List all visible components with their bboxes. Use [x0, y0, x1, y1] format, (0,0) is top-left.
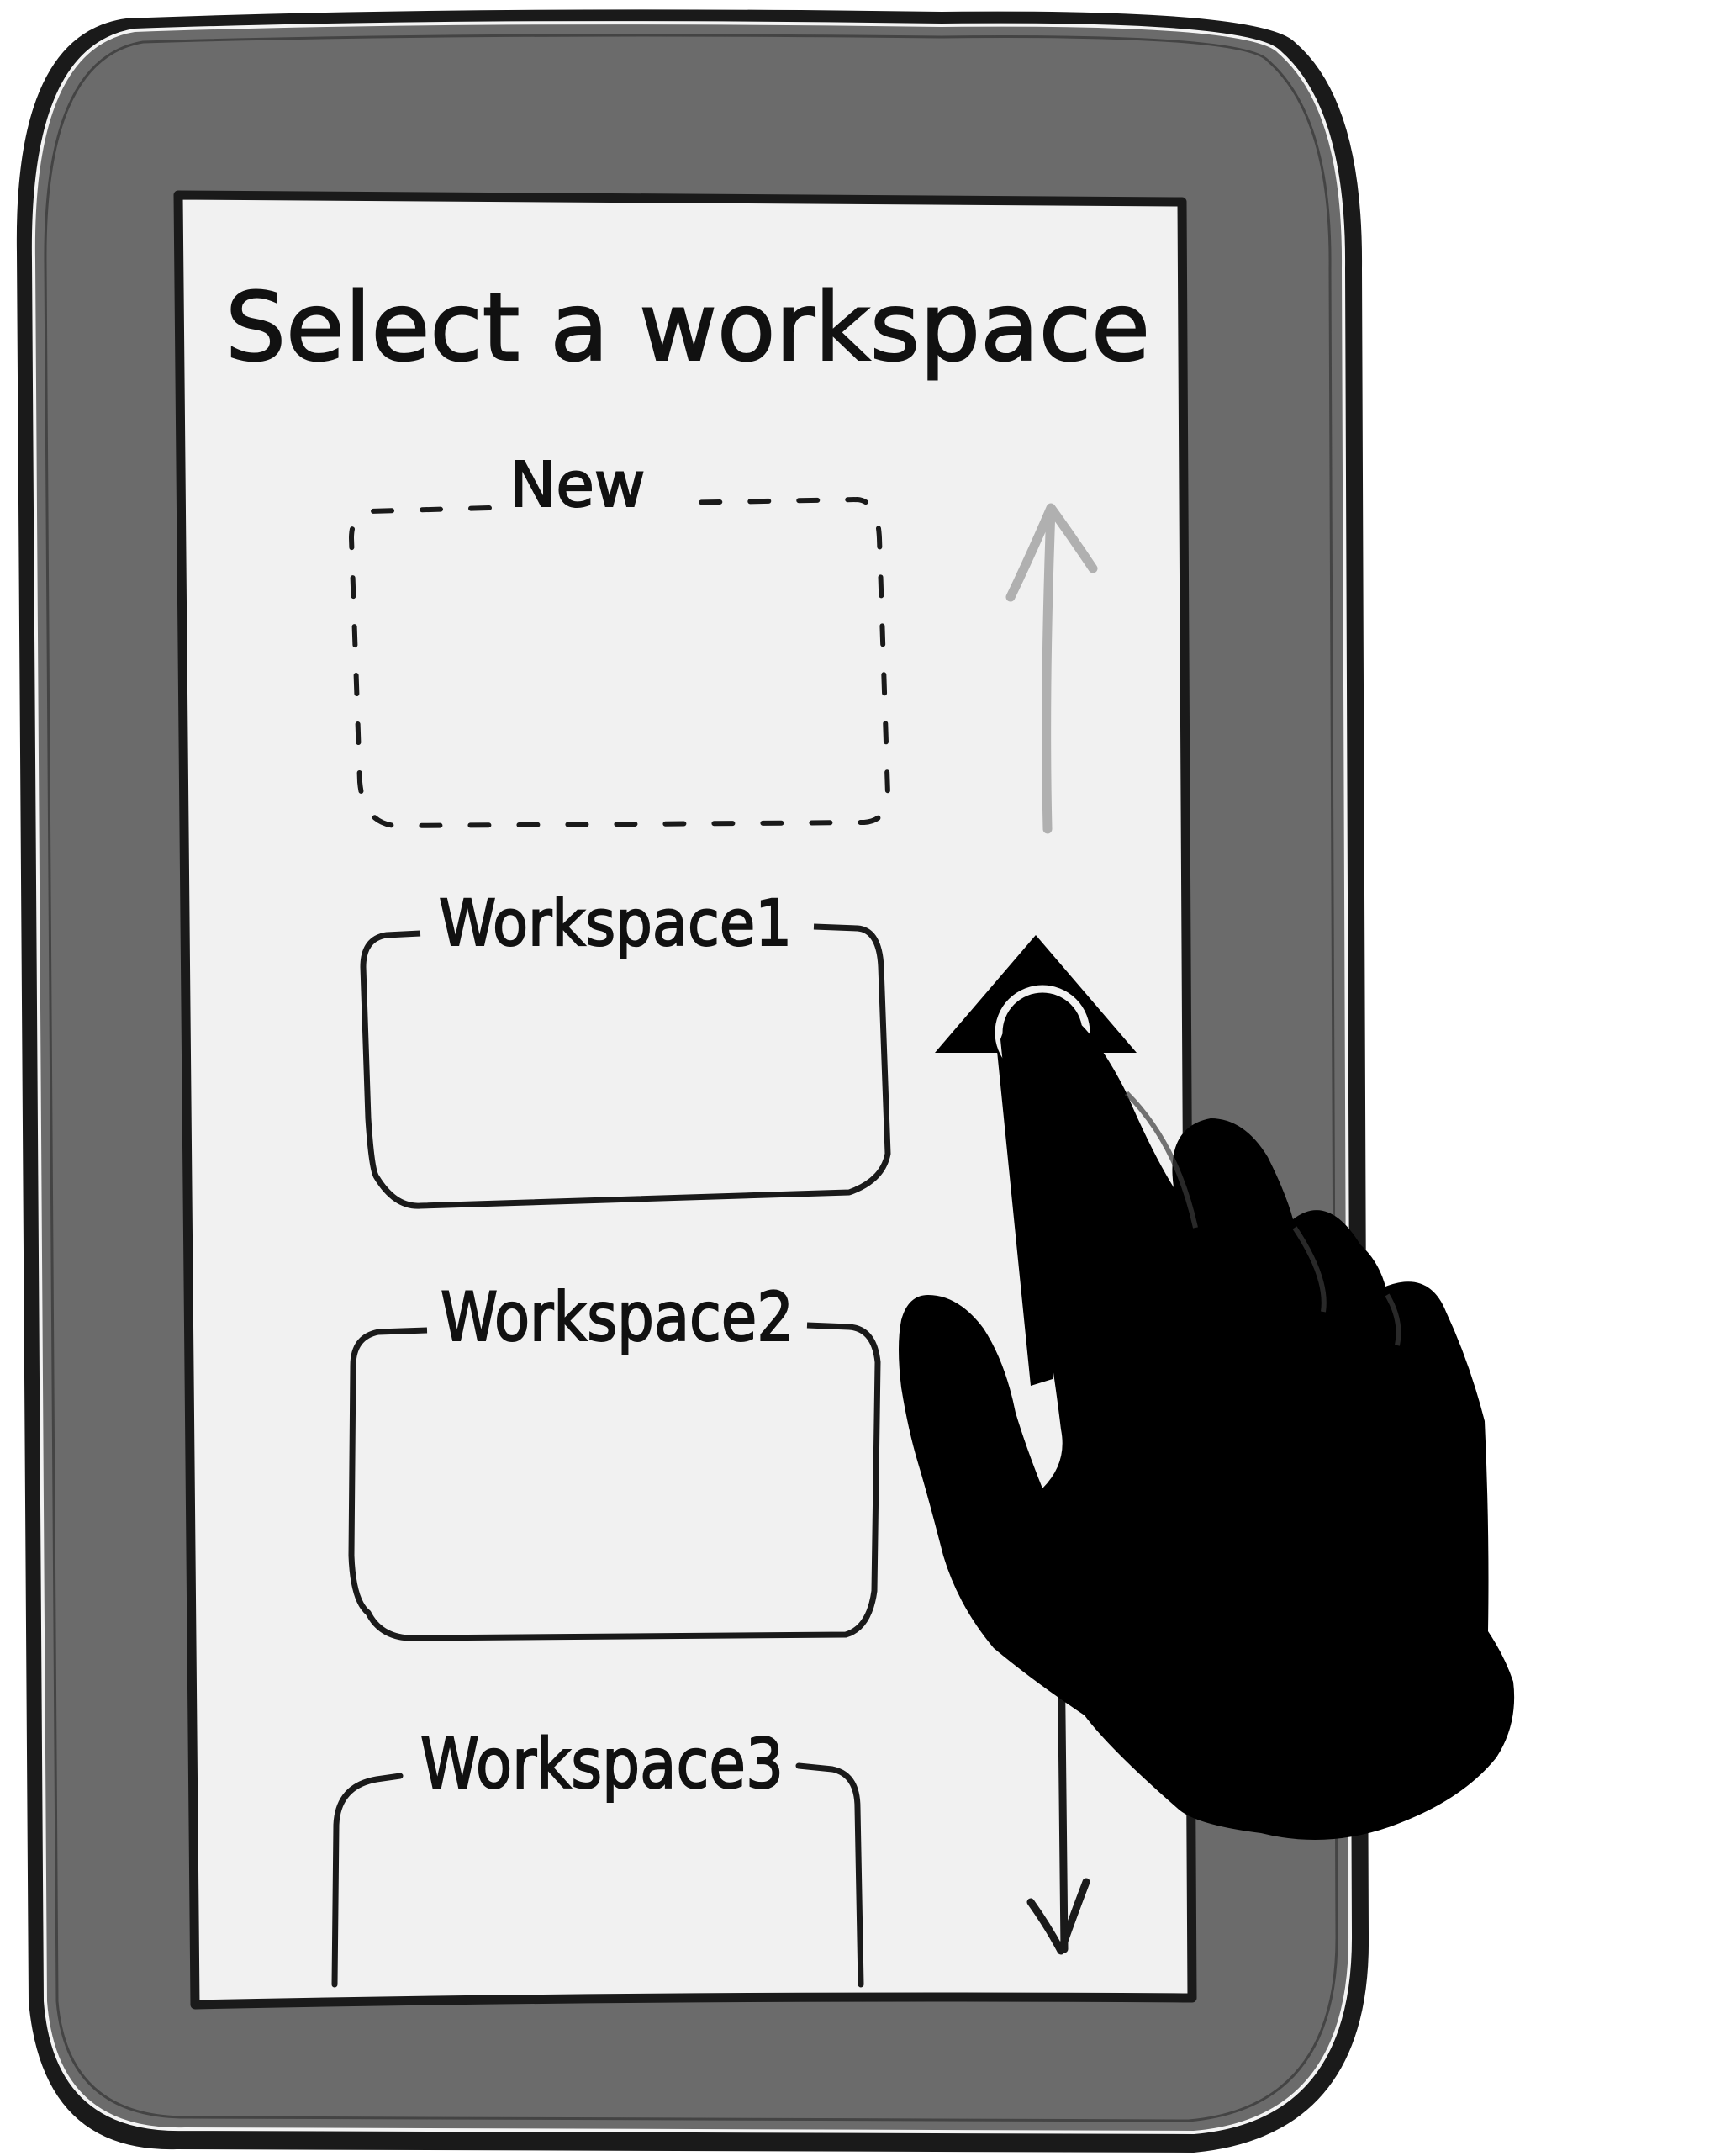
- workspace-1-tile[interactable]: Workspace1: [360, 885, 891, 1209]
- scroll-up-arrow-icon: [1005, 503, 1098, 834]
- workspace-3-label: Workspace3: [420, 1725, 784, 1805]
- workspace-1-label: Workspace1: [439, 885, 792, 960]
- workspace-2-label: Workspace2: [441, 1278, 794, 1356]
- workspace-2-tile[interactable]: Workspace2: [348, 1277, 881, 1641]
- workspace-3-tile[interactable]: Workspace3: [331, 1724, 864, 1988]
- page-title: Select a workspace: [225, 273, 1150, 383]
- tablet-body-edge: [44, 34, 1338, 2122]
- screen-frame: [173, 190, 1197, 2010]
- new-workspace-tile[interactable]: New: [348, 448, 891, 829]
- pointing-hand-icon: [899, 1003, 1515, 1840]
- tablet-screen: [173, 190, 1197, 2010]
- workspace-2-outline: [348, 1322, 881, 1641]
- workspace-3-outline: [331, 1773, 404, 1988]
- workspace-1-outline: [360, 923, 891, 1209]
- new-workspace-label: New: [509, 449, 645, 521]
- workspace-3-outline-right: [795, 1762, 864, 1988]
